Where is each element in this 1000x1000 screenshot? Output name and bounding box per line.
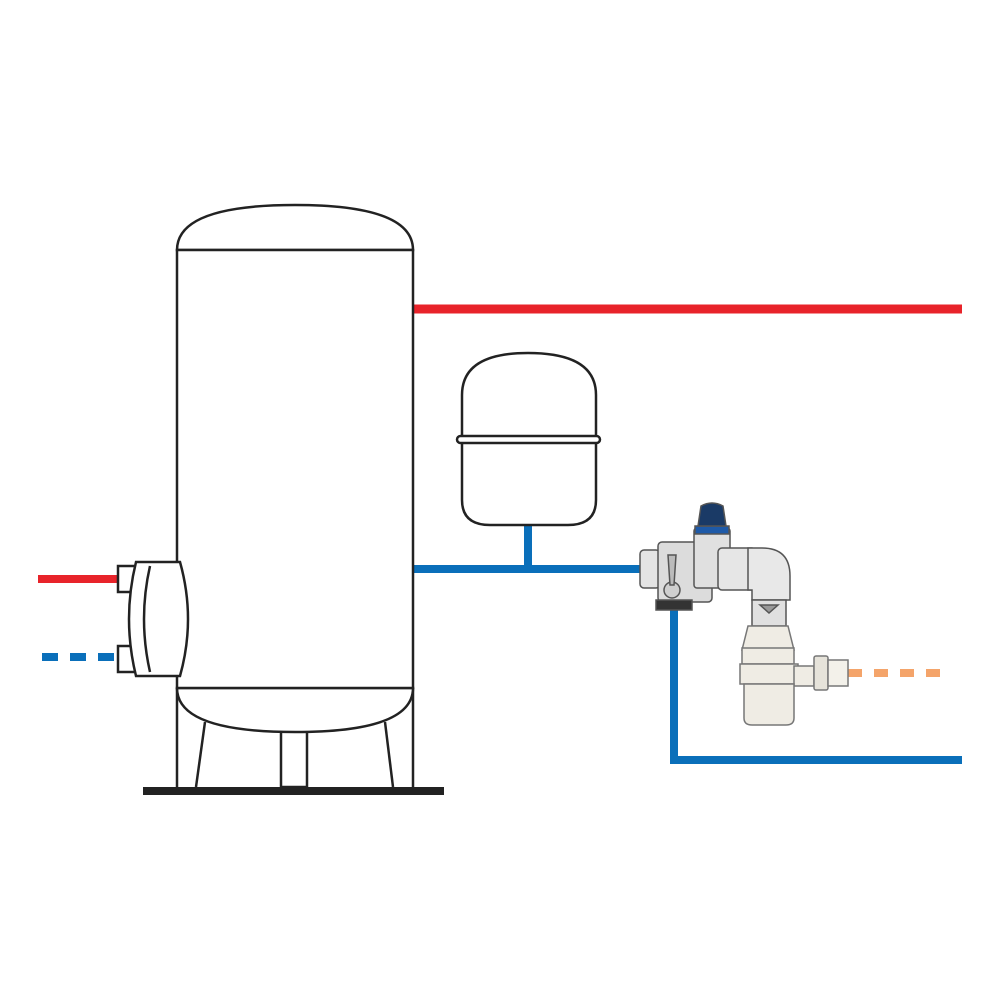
heating-flange — [116, 560, 190, 678]
expansion-vessel — [455, 351, 602, 527]
valve-cap-knob — [697, 502, 727, 527]
cold-water-pipe — [42, 522, 962, 764]
safety-valve-group — [639, 502, 791, 627]
hot-water-pipe — [38, 304, 962, 583]
tank-base — [143, 787, 444, 795]
siphon-trap — [739, 625, 849, 726]
storage-tank — [175, 203, 415, 789]
